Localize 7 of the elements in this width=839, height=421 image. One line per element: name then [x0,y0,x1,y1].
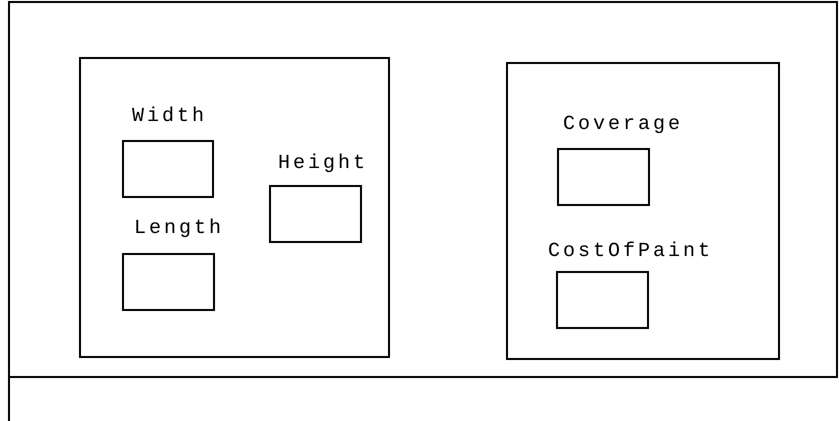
field-label: Length [134,217,224,241]
field-label: Coverage [563,113,684,137]
group-panel [506,62,780,360]
field-label: Width [132,105,208,129]
field-label: CostOfPaint [548,240,714,264]
field-label: Height [278,152,368,176]
group-panel [79,57,390,358]
